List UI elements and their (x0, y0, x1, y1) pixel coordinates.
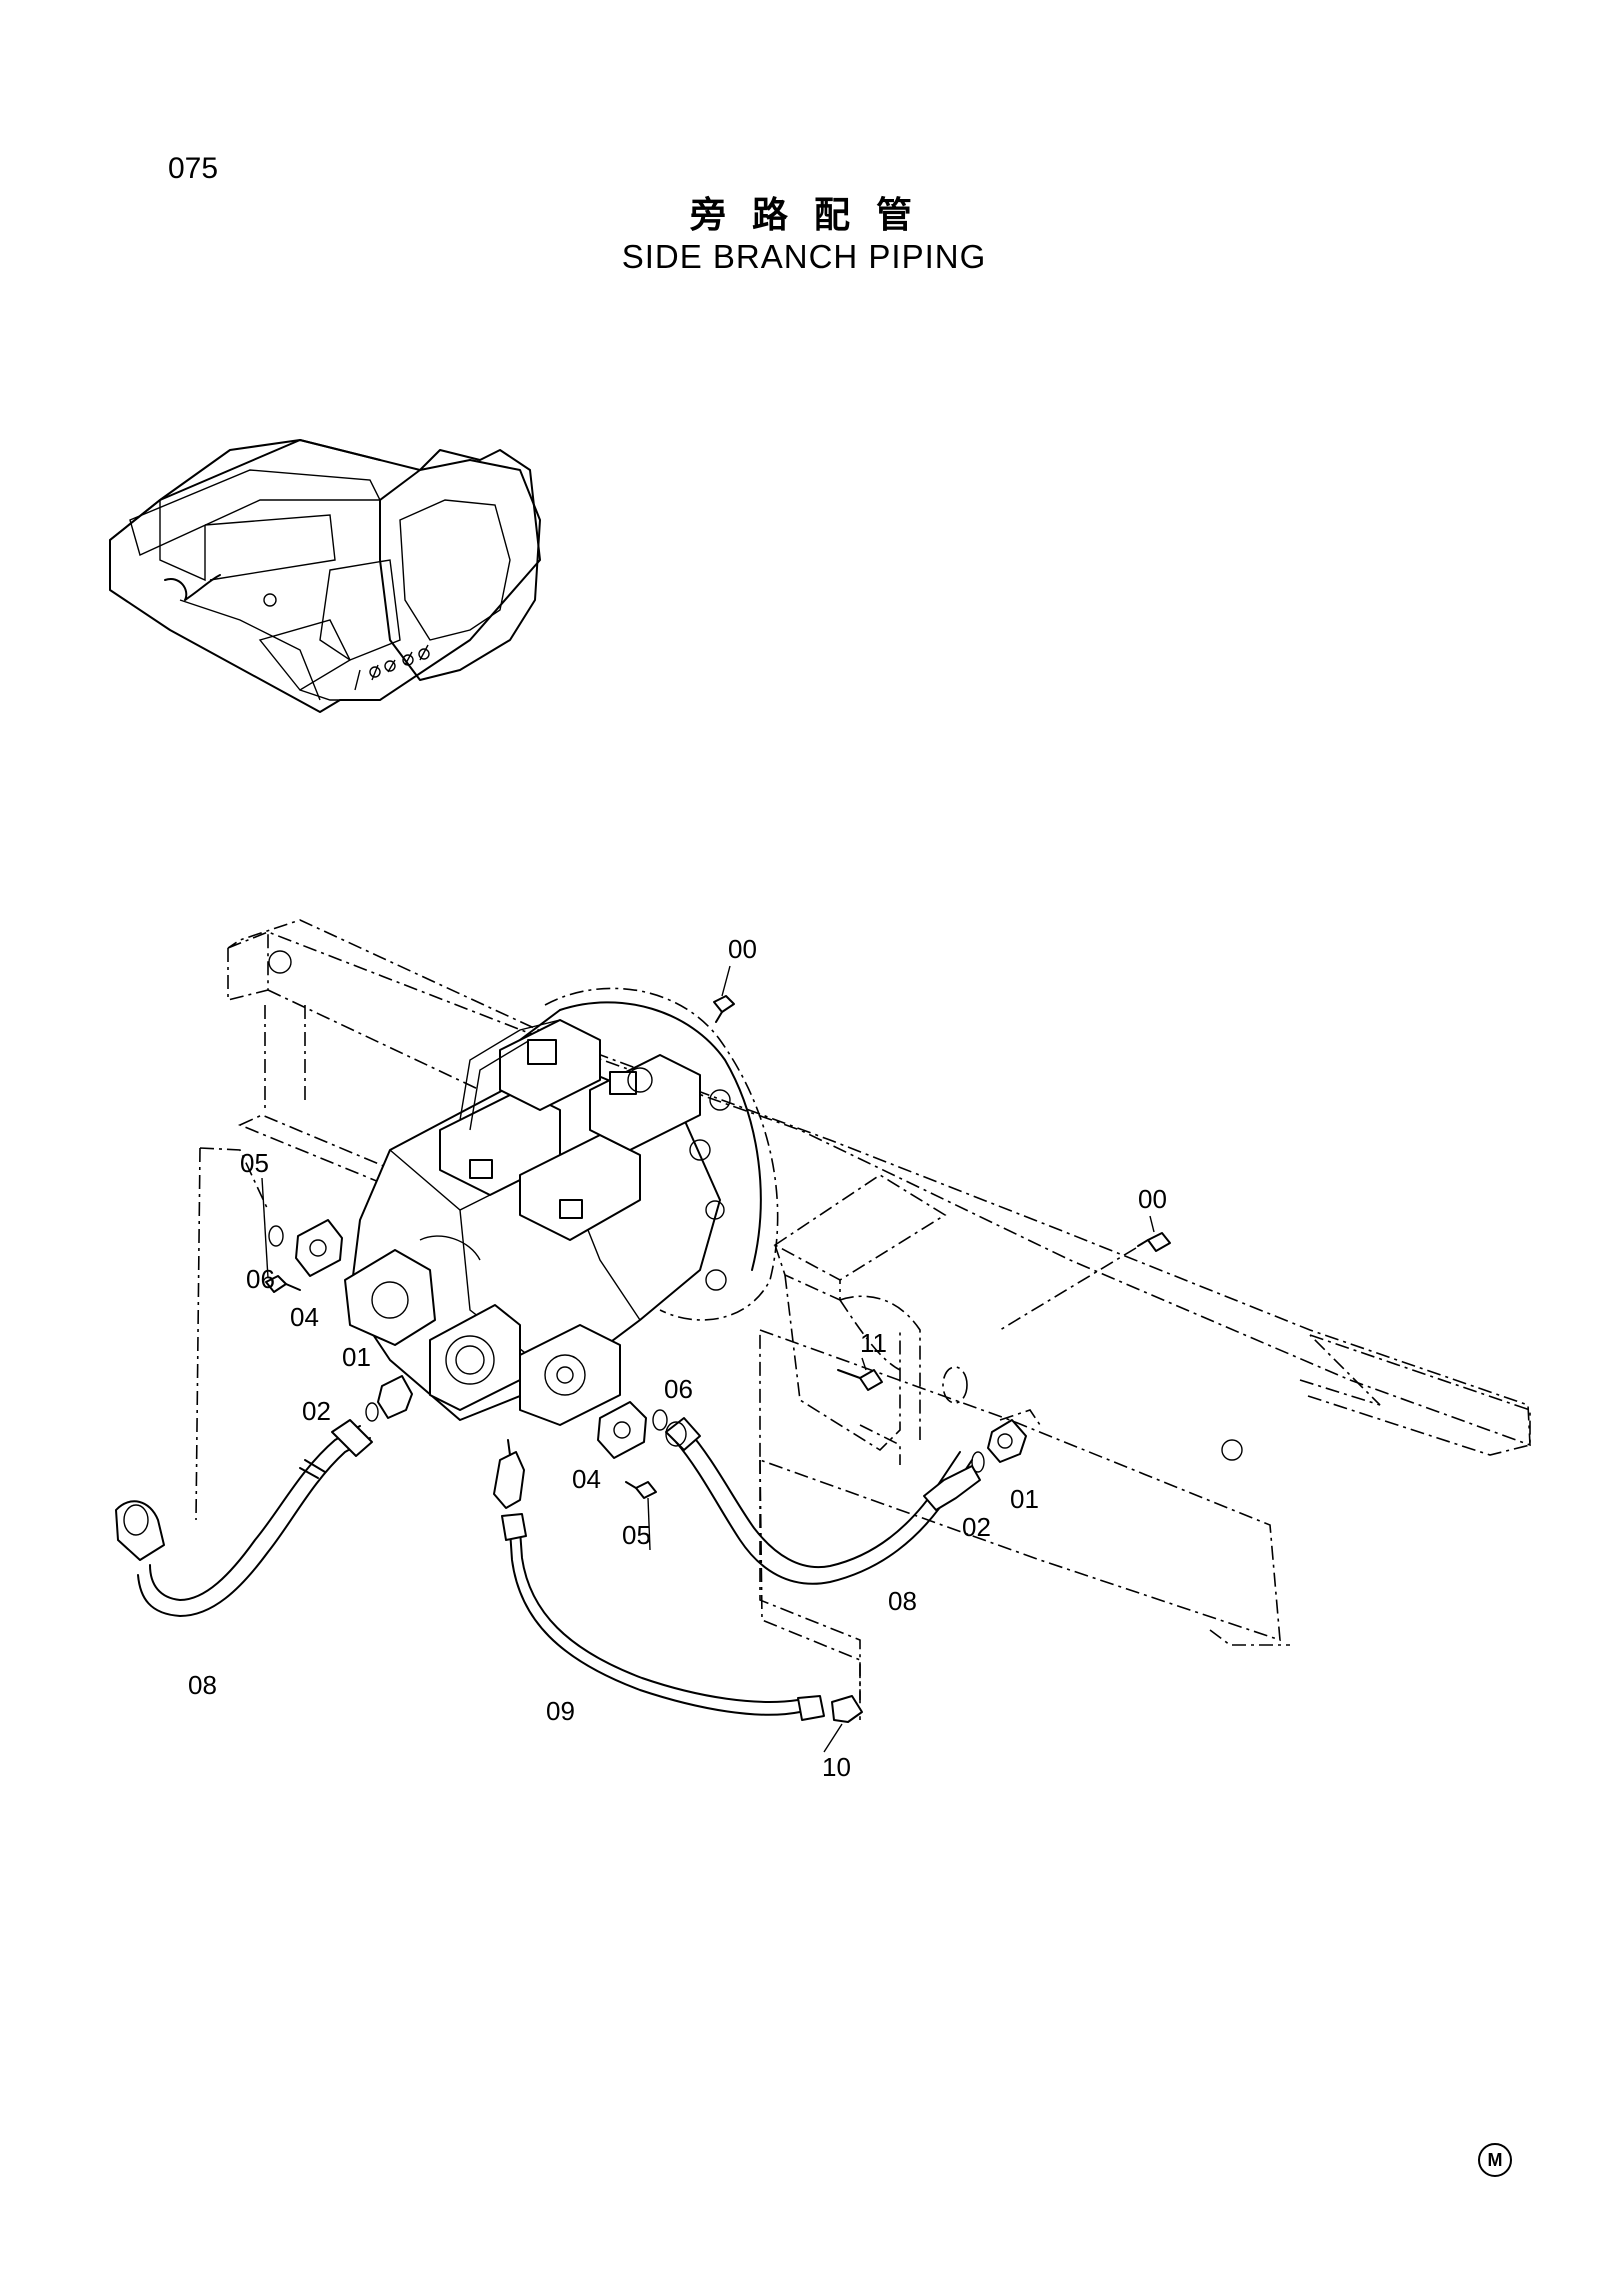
callout-04-mid: 04 (572, 1464, 601, 1494)
bolt-11 (859, 1369, 883, 1391)
title-chinese: 旁路配管 (689, 195, 938, 236)
machine-overview-illustration (109, 439, 541, 713)
callout-05-mid: 05 (622, 1520, 651, 1550)
fittings (265, 995, 1171, 1509)
hydraulic-pump-assembly (344, 987, 779, 1426)
callout-01-left: 01 (342, 1342, 371, 1372)
callout-01-right: 01 (1010, 1484, 1039, 1514)
bolt-05-mid (635, 1481, 657, 1499)
callout-00-top: 00 (728, 934, 757, 964)
callout-09: 09 (546, 1696, 575, 1726)
callout-06-mid: 06 (664, 1374, 693, 1404)
callout-11: 11 (860, 1328, 887, 1358)
o-ring-02-right (971, 1451, 985, 1473)
page-number: 075 (168, 152, 219, 185)
callout-05-left: 05 (240, 1148, 269, 1178)
adapter-01-right (987, 1419, 1027, 1463)
flange-04-left (295, 1219, 343, 1277)
callout-02-left: 02 (302, 1396, 331, 1426)
bolt-00-right (1147, 1232, 1171, 1252)
adapter-01-left (377, 1375, 413, 1419)
callout-02-right: 02 (962, 1512, 991, 1542)
callout-00-right: 00 (1138, 1184, 1167, 1214)
callout-08-left: 08 (188, 1670, 217, 1700)
tee-fitting (493, 1451, 525, 1509)
callout-04-left: 04 (290, 1302, 319, 1332)
callout-10: 10 (822, 1752, 851, 1782)
callout-labels: 00 00 05 06 04 01 02 08 11 06 04 05 01 0… (188, 934, 1167, 1782)
manufacturer-mark: M (1478, 2143, 1512, 2177)
hoses (115, 1147, 981, 1723)
fitting-10 (831, 1695, 863, 1723)
callout-08-right: 08 (888, 1586, 917, 1616)
flange-04-mid (597, 1401, 647, 1459)
o-ring-06-mid (652, 1409, 668, 1431)
title-english: SIDE BRANCH PIPING (621, 238, 987, 275)
bolt-00-top (713, 995, 735, 1013)
callout-06-left: 06 (246, 1264, 275, 1294)
o-ring-06-left (268, 1225, 284, 1247)
o-ring-02-left (365, 1402, 379, 1422)
leader-lines (261, 965, 1155, 1753)
